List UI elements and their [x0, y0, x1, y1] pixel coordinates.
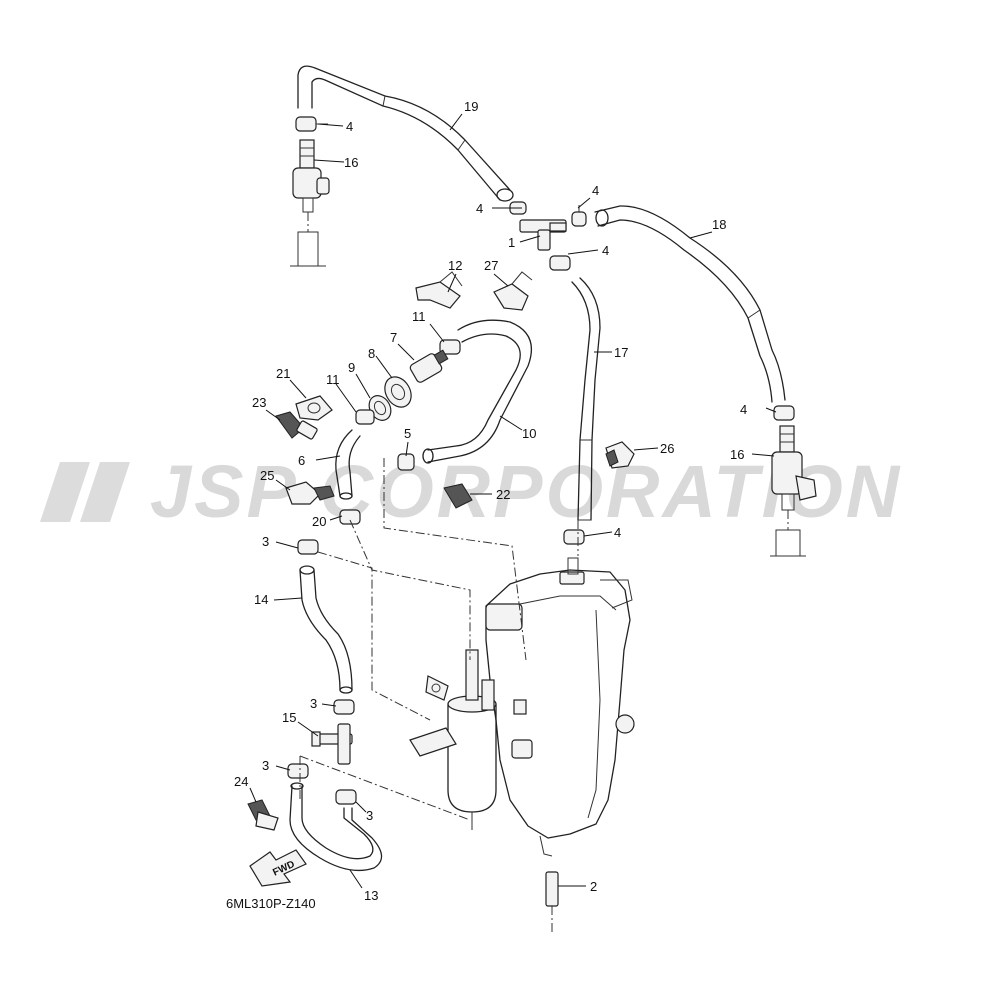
clip-12 [415, 271, 463, 309]
fuel-pump [409, 649, 497, 830]
hose-13 [289, 782, 383, 872]
callout: 26 [660, 441, 674, 456]
fwd-arrow-icon: FWD [249, 849, 307, 887]
bracket-21 [295, 395, 333, 421]
clamp-11-b [355, 409, 375, 425]
callout: 16 [344, 155, 358, 170]
hose-17 [571, 277, 601, 521]
callout: 23 [252, 395, 266, 410]
diagram-code: 6ML310P-Z140 [226, 896, 316, 911]
clip-27 [493, 271, 533, 311]
callout: 18 [712, 217, 726, 232]
callout: 22 [496, 487, 510, 502]
callout: 4 [346, 119, 353, 134]
connector-16-b [770, 425, 817, 557]
callout: 12 [448, 258, 462, 273]
callout: 14 [254, 592, 268, 607]
clamp-4-f [563, 529, 585, 545]
callout: 4 [476, 201, 483, 216]
leader-lines [249, 113, 777, 889]
callout: 3 [366, 808, 373, 823]
callout: 19 [464, 99, 478, 114]
callout: 3 [262, 758, 269, 773]
callout: 3 [310, 696, 317, 711]
vapor-separator-tank [485, 557, 635, 857]
clip-22 [443, 483, 473, 509]
clamp-4-e [773, 405, 795, 421]
clip-24 [247, 799, 279, 831]
callout: 13 [364, 888, 378, 903]
callout: 10 [522, 426, 536, 441]
t-joint-1 [519, 219, 567, 251]
clip-25 [285, 481, 335, 505]
cap-5 [397, 453, 415, 471]
callout: 5 [404, 426, 411, 441]
callout: 6 [298, 453, 305, 468]
assembly-lines [299, 458, 579, 821]
grommet-8 [384, 376, 412, 408]
callout: 2 [590, 879, 597, 894]
callout: 15 [282, 710, 296, 725]
callout: 4 [592, 183, 599, 198]
callout: 9 [348, 360, 355, 375]
connector-23 [275, 411, 318, 440]
hose-18 [594, 205, 786, 403]
callout: 4 [614, 525, 621, 540]
clamp-4-c [571, 205, 587, 227]
hose-10 [422, 319, 533, 464]
hose-14 [299, 565, 353, 694]
callout: 25 [260, 468, 274, 483]
callouts: 19 4 16 4 4 1 18 4 12 27 11 17 7 8 21 9 … [234, 99, 747, 903]
callout: 8 [368, 346, 375, 361]
clamp-3-a [297, 539, 319, 555]
clamp-20 [339, 509, 361, 525]
callout: 7 [390, 330, 397, 345]
clamp-3-b [333, 699, 355, 715]
t-joint-15 [311, 723, 353, 765]
callout: 27 [484, 258, 498, 273]
hose-19 [297, 65, 514, 202]
callout: 4 [740, 402, 747, 417]
clamp-3-d [335, 789, 357, 805]
callout: 24 [234, 774, 248, 789]
clip-26 [605, 441, 635, 469]
connector-16-a [290, 139, 330, 267]
drain-2 [545, 871, 559, 932]
callout: 11 [326, 372, 340, 387]
callout: 16 [730, 447, 744, 462]
hose-6 [335, 429, 361, 500]
callout: 1 [508, 235, 515, 250]
clamp-11-a [439, 339, 461, 355]
callout: 17 [614, 345, 628, 360]
callout: 3 [262, 534, 269, 549]
filter-7 [409, 349, 449, 383]
callout: 21 [276, 366, 290, 381]
callout: 4 [602, 243, 609, 258]
clamp-4-d [549, 255, 571, 271]
callout: 20 [312, 514, 326, 529]
clamp-3-c [287, 763, 309, 779]
callout: 11 [412, 309, 426, 324]
